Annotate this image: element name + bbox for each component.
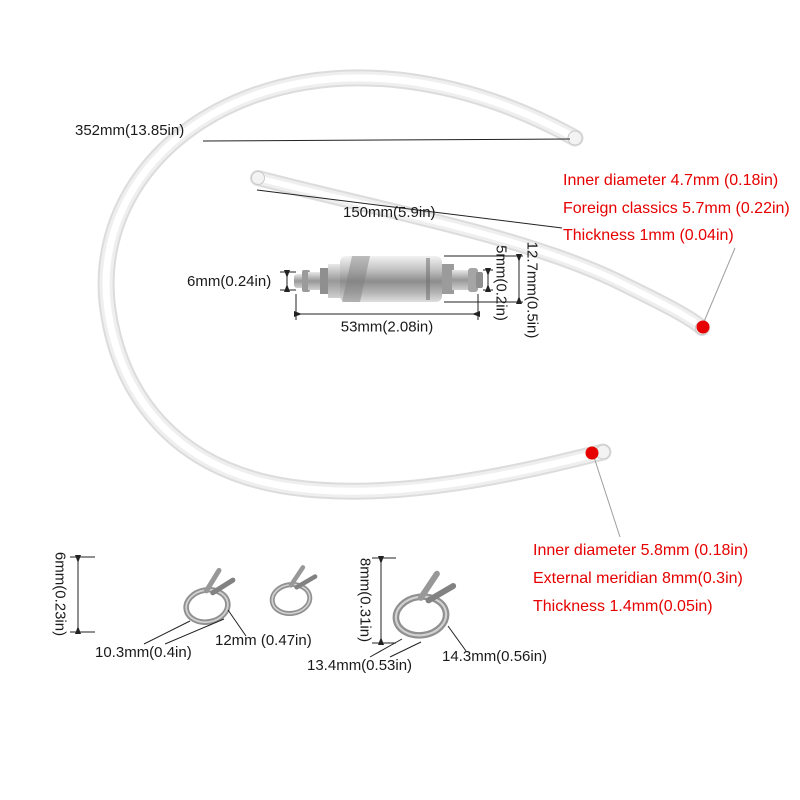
short-tube-end-left [251,171,265,185]
bottom-tube-outer-diameter-text: External meridian 8mm(0.3in) [533,570,743,587]
filter-left-nipple-label: 6mm(0.24in) [187,273,272,290]
leader-lines [591,247,736,538]
red-dot-top-tube [696,320,710,334]
clamp-large-height-label: 8mm(0.31in) [356,557,374,643]
clamp-small-height-label: 6mm(0.23in) [51,551,69,637]
long-tube-length-label: 352mm(13.85in) [75,122,185,139]
filter-body-diameter-label: 12.7mm(0.5in) [523,241,541,339]
fuel-filter [294,256,483,302]
clamp-large [392,570,457,639]
top-tube-inner-diameter-text: Inner diameter 4.7mm (0.18in) [563,172,779,189]
long-tube [97,69,612,500]
short-tube-length-label: 150mm(5.9in) [343,204,436,221]
clamp-medium [269,565,318,616]
bottom-tube-thickness-text: Thickness 1.4mm(0.05in) [533,598,713,615]
red-dot-bottom-tube [585,446,599,460]
clamp-small-width-label: 10.3mm(0.4in) [95,644,192,661]
bottom-tube-inner-diameter-text: Inner diameter 5.8mm (0.18in) [533,542,749,559]
top-tube-thickness-text: Thickness 1mm (0.04in) [563,227,734,244]
clamp-large-inner-width-label: 13.4mm(0.53in) [307,657,413,674]
clamp-small [183,567,236,625]
clamp-medium-width-label: 12mm (0.47in) [215,632,312,649]
filter-right-nipple-label: 5mm(0.2in) [492,245,510,321]
long-tube-end-top [567,130,583,146]
short-tube [250,170,710,336]
top-tube-outer-diameter-text: Foreign classics 5.7mm (0.22in) [563,200,790,217]
dimension-lines [70,138,571,658]
filter-body-length-label: 53mm(2.08in) [340,318,434,336]
clamp-large-outer-width-label: 14.3mm(0.56in) [442,648,548,665]
